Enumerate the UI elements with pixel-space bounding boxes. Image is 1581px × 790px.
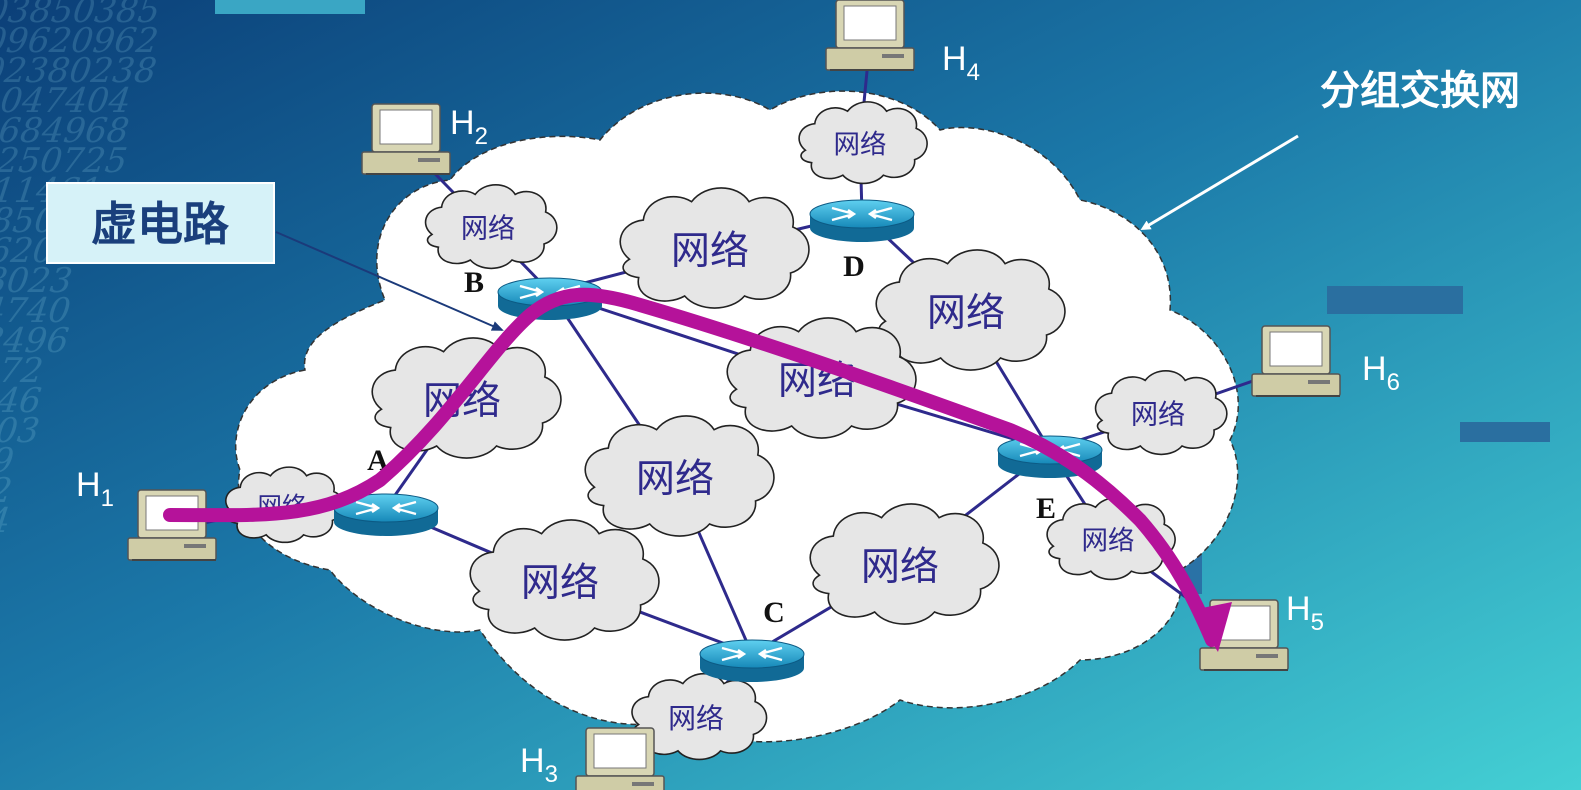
network-cloud: 网络 [1094,370,1228,456]
host-label-subscript: 1 [101,485,114,512]
network-label: 网络 [927,291,1005,336]
host-label: H3 [520,742,558,788]
router-top [699,639,805,669]
host-label-base: H [520,742,545,780]
network-title-arrow [1140,134,1299,231]
router-C [699,639,805,682]
svg-text:03850385: 03850385 [0,0,166,31]
network-cloud-shape [424,184,558,270]
network-label: 网络 [668,702,724,735]
network-label: 网络 [834,129,887,160]
network-title-group: 分组交换网 [1140,68,1520,231]
host-H4-computer-icon [825,0,915,71]
host-H6-computer-icon [1251,325,1341,397]
host-label-subscript: 6 [1387,369,1400,396]
network-title: 分组交换网 [1320,68,1520,114]
network-cloud-shape [798,101,928,185]
network-label: 网络 [861,545,939,590]
virtual-circuit-path [163,287,1219,647]
router-label: B [464,266,484,299]
network-cloud-shape [469,519,660,641]
host-label-subscript: 4 [967,59,980,86]
network-cloud: 网络 [469,519,660,641]
host-label: H2 [450,104,488,150]
host-label: H1 [76,466,114,512]
network-label: 网络 [1131,400,1185,431]
network-cloud-shape [809,503,1000,625]
network-label: 网络 [671,229,749,274]
network-label: 网络 [521,561,599,606]
svg-text:74047404: 74047404 [0,82,136,121]
network-cloud: 网络 [798,101,928,185]
decor-bar [1460,422,1550,442]
host-label-base: H [76,466,101,504]
host-label: H4 [942,40,980,86]
router-top [809,199,915,229]
network-cloud: 网络 [875,249,1066,371]
host-label-base: H [1362,350,1387,388]
decor-bar [1327,286,1463,314]
svg-text:49684968: 49684968 [0,112,135,151]
network-label: 网络 [636,457,714,502]
host-label-base: H [1286,590,1311,628]
callout-box [46,182,275,264]
host-label-subscript: 2 [475,123,488,150]
router-arrows-icon [721,646,783,662]
network-cloud: 网络 [584,415,775,537]
network-cloud-shape [875,249,1066,371]
router-label: C [763,596,785,629]
svg-text:80238023: 80238023 [0,262,78,301]
virtual-circuit-arrowhead [1192,602,1232,652]
network-cloud: 网络 [424,184,558,270]
host-label-subscript: 3 [545,761,558,788]
svg-text:84968496: 84968496 [0,322,74,361]
callout-label: 虚电路 [91,197,230,251]
small-networks: 网络网络网络网络网络网络网络网络网络网络网络网络网络 [224,101,1228,761]
network-cloud-shape [584,415,775,537]
svg-text:02380238: 02380238 [0,52,162,91]
virtual-circuit-callout: 虚电路 [46,182,504,331]
network-label: 网络 [461,214,515,245]
network-cloud-shape [1094,370,1228,456]
network-cloud: 网络 [809,503,1000,625]
host-H2-computer-icon [361,103,451,175]
router-D [809,199,915,242]
svg-text:09620962: 09620962 [0,22,164,61]
network-label: 网络 [1082,525,1135,556]
router-arrows-icon [831,206,893,222]
svg-text:07250725: 07250725 [0,142,133,181]
router-label: E [1036,492,1056,525]
host-label-base: H [942,40,967,78]
host-label: H6 [1362,350,1400,396]
network-cloud-shape [631,672,768,761]
callout-arrow [275,231,504,331]
decor-bar [215,0,365,14]
svg-text:47404740: 47404740 [0,292,76,331]
router-label: D [843,250,865,283]
network-cloud-shape [619,187,810,309]
network-cloud: 网络 [619,187,810,309]
host-H1-computer-icon [127,489,217,561]
host-label: H5 [1286,590,1324,636]
network-cloud: 网络 [631,672,768,761]
host-H3-computer-icon [575,727,665,790]
host-H5-computer-icon [1199,599,1289,671]
host-label-base: H [450,104,475,142]
host-label-subscript: 5 [1311,609,1324,636]
router-arrows-icon [355,500,417,516]
